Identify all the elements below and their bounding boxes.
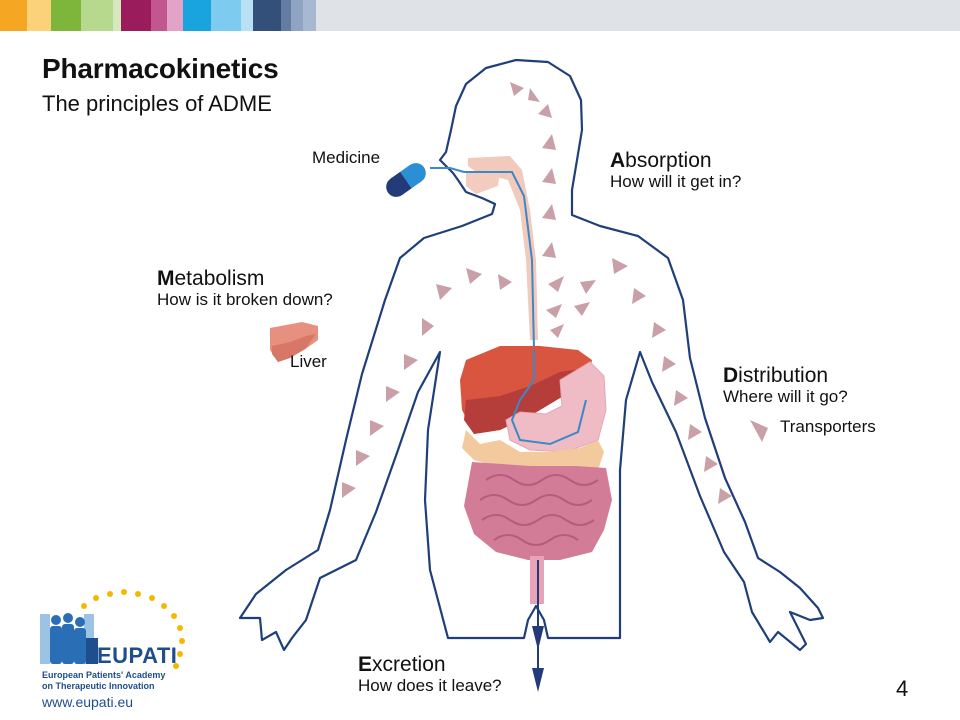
metabolism-question: How is it broken down?	[157, 290, 333, 309]
color-bar-segment	[81, 0, 113, 31]
metabolism-initial: M	[157, 267, 175, 290]
transporter-arrow	[652, 322, 666, 338]
slide-subtitle: The principles of ADME	[42, 91, 272, 116]
logo-url: www.eupati.eu	[42, 694, 134, 710]
transporter-arrow	[718, 488, 732, 504]
metabolism-word: etabolism	[174, 267, 265, 290]
color-bar-segment	[0, 0, 27, 31]
transporter-arrow	[342, 482, 356, 498]
slide-title: Pharmacokinetics	[42, 53, 279, 84]
color-bar-segment	[291, 0, 303, 31]
transporter-arrow	[356, 450, 370, 466]
transporter-arrow	[674, 390, 688, 406]
transporter-arrow	[498, 274, 512, 290]
logo-name: EUPATI	[97, 643, 178, 668]
color-bar-segment	[316, 0, 960, 31]
transporter-arrow	[574, 302, 590, 316]
absorption-initial: A	[610, 149, 626, 172]
liver-label: Liver	[290, 352, 327, 371]
transporter-arrows	[342, 82, 768, 504]
logo-tagline: European Patients' Academy on Therapeuti…	[42, 670, 222, 692]
transporter-arrow	[528, 88, 540, 102]
mouth-cavity	[466, 170, 500, 194]
color-bar-segment	[183, 0, 211, 31]
distribution-initial: D	[723, 364, 739, 387]
excretion-label: Excretion How does it leave?	[358, 653, 502, 696]
transporter-arrow	[386, 386, 400, 402]
transporter-arrow	[436, 284, 452, 300]
transporter-arrow	[370, 420, 384, 436]
eupati-logo	[40, 589, 185, 669]
color-bar-segment	[151, 0, 167, 31]
drug-path-line	[430, 167, 535, 351]
transporter-arrow	[404, 354, 418, 370]
transporter-arrow	[550, 324, 564, 338]
distribution-label: Distribution Where will it go?	[723, 364, 848, 407]
medicine-label: Medicine	[312, 148, 381, 167]
color-bar-segment	[303, 0, 316, 31]
transporter-arrow	[542, 168, 556, 184]
color-bar-segment	[241, 0, 253, 31]
transporter-arrow	[688, 424, 702, 440]
excretion-arrow-1	[532, 626, 544, 650]
top-color-bar	[0, 0, 960, 31]
color-bar-segment	[211, 0, 241, 31]
transporter-arrow	[548, 276, 564, 292]
color-bar-segment	[281, 0, 291, 31]
transporter-arrow	[510, 82, 524, 96]
transporter-arrow	[580, 280, 596, 294]
excretion-initial: E	[358, 653, 373, 676]
absorption-label: Absorption How will it get in?	[610, 149, 742, 192]
transporter-arrow	[542, 204, 556, 220]
medicine-pill-icon	[386, 163, 426, 197]
colon-organ	[462, 430, 604, 472]
logo-stars	[81, 589, 185, 669]
transporter-legend-arrow	[750, 420, 768, 442]
excretion-word: xcretion	[372, 653, 446, 676]
transporter-arrow	[704, 456, 718, 472]
transporters-label: Transporters	[780, 417, 876, 436]
transporter-arrow	[542, 134, 556, 150]
color-bar-segment	[113, 0, 121, 31]
color-bar-segment	[121, 0, 151, 31]
transporter-arrow	[662, 356, 676, 372]
distribution-word: istribution	[738, 364, 829, 387]
excretion-arrow-2	[532, 668, 544, 692]
intestine-folds	[479, 474, 599, 546]
distribution-question: Where will it go?	[723, 387, 848, 406]
stomach-drug-line	[510, 350, 587, 446]
esophagus	[468, 156, 538, 340]
color-bar-segment	[167, 0, 183, 31]
transporter-arrow	[466, 268, 482, 284]
logo-people-icon	[40, 613, 98, 664]
transporter-arrow	[546, 304, 562, 318]
transporter-arrow	[632, 288, 646, 304]
liver-shadow	[464, 368, 588, 434]
transporter-arrow	[538, 104, 552, 118]
color-bar-segment	[253, 0, 281, 31]
transporter-arrow	[612, 258, 628, 274]
metabolism-label: Metabolism How is it broken down?	[157, 267, 333, 310]
absorption-word: bsorption	[625, 149, 712, 172]
logo-tagline-line1: European Patients' Academy	[42, 670, 166, 680]
stomach-organ	[505, 361, 607, 453]
absorption-question: How will it get in?	[610, 172, 742, 191]
body-outline	[238, 58, 825, 652]
transporter-arrow	[422, 318, 434, 336]
color-bar-segment	[51, 0, 81, 31]
liver-icon-shadow	[272, 334, 316, 362]
logo-tagline-line2: on Therapeutic Innovation	[42, 681, 155, 691]
transporter-arrow	[542, 242, 556, 258]
color-bar-segment	[27, 0, 51, 31]
page-number: 4	[896, 676, 909, 701]
excretion-question: How does it leave?	[358, 676, 502, 695]
